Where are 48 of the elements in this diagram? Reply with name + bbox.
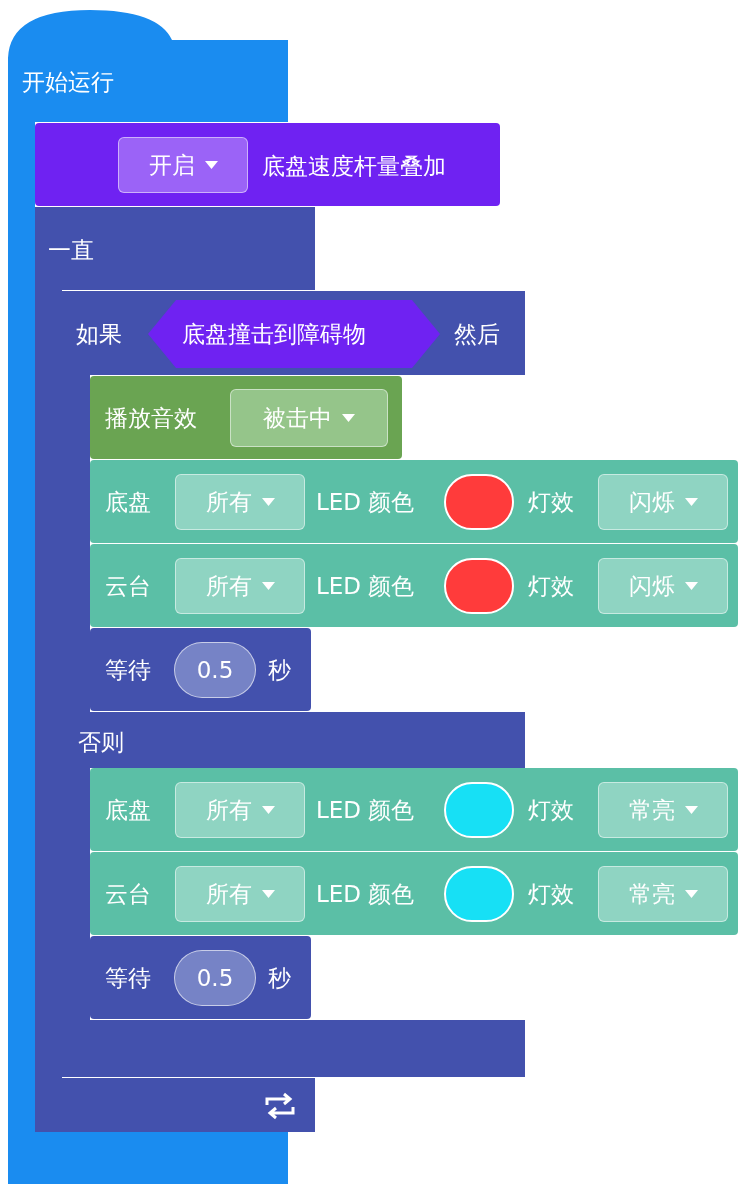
block-label: 灯效 <box>528 488 574 516</box>
block-label: 云台 <box>105 572 151 600</box>
block-label: 灯效 <box>528 796 574 824</box>
dropdown-menu: 所有 <box>175 558 305 614</box>
block-label: 如果 <box>76 320 122 348</box>
block-label: 然后 <box>454 320 500 348</box>
wait-block <box>90 936 311 1019</box>
block-label: 灯效 <box>528 572 574 600</box>
block-label: 底盘 <box>105 796 151 824</box>
block-label: LED 颜色 <box>316 880 415 908</box>
number-field: 0.5 <box>174 642 256 698</box>
block-label: 秒 <box>268 656 291 684</box>
color-swatch <box>444 782 514 838</box>
dropdown-menu: 所有 <box>175 866 305 922</box>
dropdown-menu: 闪烁 <box>598 558 728 614</box>
wait-block <box>90 628 311 711</box>
block-label: LED 颜色 <box>316 488 415 516</box>
block-label: LED 颜色 <box>316 796 415 824</box>
dropdown-menu: 常亮 <box>598 782 728 838</box>
block-label: 云台 <box>105 880 151 908</box>
dropdown-menu: 所有 <box>175 474 305 530</box>
number-field: 0.5 <box>174 950 256 1006</box>
block-label: 底盘速度杆量叠加 <box>262 152 446 180</box>
dropdown-menu: 被击中 <box>230 389 388 447</box>
dropdown-menu: 常亮 <box>598 866 728 922</box>
block-label: 秒 <box>268 964 291 992</box>
dropdown-menu: 开启 <box>118 137 248 193</box>
block-label: 否则 <box>78 728 124 756</box>
command-block <box>90 768 738 851</box>
block-label: 播放音效 <box>105 404 197 432</box>
block-label: 一直 <box>48 236 94 264</box>
command-block <box>35 123 500 206</box>
command-block <box>90 376 402 459</box>
block-label: 灯效 <box>528 880 574 908</box>
color-swatch <box>444 474 514 530</box>
block-label: 开始运行 <box>22 68 114 96</box>
command-block <box>90 460 738 543</box>
block-label: 等待 <box>105 964 151 992</box>
block-label: 底盘撞击到障碍物 <box>182 320 366 348</box>
block-label: 等待 <box>105 656 151 684</box>
dropdown-menu: 闪烁 <box>598 474 728 530</box>
color-swatch <box>444 558 514 614</box>
command-block <box>90 544 738 627</box>
color-swatch <box>444 866 514 922</box>
command-block <box>90 852 738 935</box>
block-label: 底盘 <box>105 488 151 516</box>
block-label: LED 颜色 <box>316 572 415 600</box>
dropdown-menu: 所有 <box>175 782 305 838</box>
